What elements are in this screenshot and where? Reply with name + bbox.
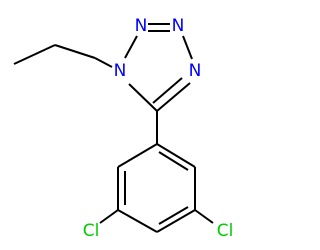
atom-cl-left-label: Cl: [83, 221, 100, 241]
bond-n3-n4: [182, 35, 193, 60]
bond-propyl-ch2-ch2: [54, 44, 96, 59]
atom-cl-right-label: Cl: [217, 221, 234, 241]
bond-ring-bottom-right: [156, 209, 196, 233]
bond-c-cl-right: [194, 209, 214, 224]
atom-n4-label: N: [189, 61, 202, 81]
bond-ring-bottom-right-double: [158, 206, 189, 225]
bond-c-cl-left: [99, 209, 119, 224]
bond-ring-top-right: [156, 143, 196, 168]
atom-n2-label: N: [135, 16, 148, 36]
bond-n1-n2: [124, 35, 138, 59]
bond-n4-c5: [156, 82, 191, 112]
bond-propyl-ch3-ch2: [13, 44, 56, 65]
bond-propyl-ch2-n1: [94, 57, 113, 68]
atom-n3-label: N: [172, 16, 185, 36]
molecule-structure: N N N N Cl Cl: [13, 16, 234, 241]
bond-ring-top-right-double: [158, 151, 189, 171]
bond-c5-n1: [128, 83, 158, 112]
bond-ring-top-left: [117, 143, 158, 168]
bond-ring-bottom-left: [117, 209, 158, 233]
atom-n1-label: N: [114, 61, 127, 81]
bond-n4-c5-double: [152, 77, 183, 104]
